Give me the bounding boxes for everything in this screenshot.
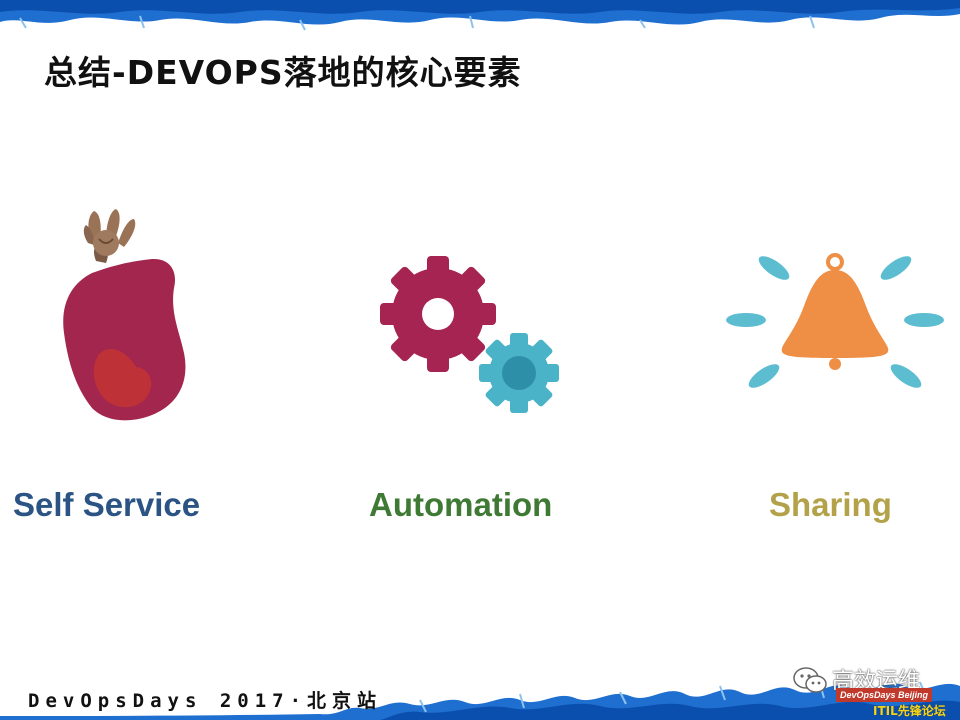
- hand-puppet-icon: [63, 209, 186, 421]
- bell-icon: [726, 253, 944, 388]
- pillar-label-self-service: Self Service: [13, 486, 201, 523]
- top-brush-border: [0, 0, 960, 31]
- pillar-label-automation: Automation: [369, 486, 553, 523]
- forum-label: ITIL先锋论坛: [873, 704, 946, 718]
- event-badge: DevOpsDays Beijing: [836, 688, 932, 702]
- slide-title: 总结-DEVOPS落地的核心要素: [44, 53, 522, 92]
- pillar-label-sharing: Sharing: [769, 486, 892, 523]
- bottom-brush-border: [0, 681, 960, 720]
- wechat-icon: [793, 667, 827, 693]
- gears-icon: [380, 256, 559, 413]
- event-footer: DevOpsDays 2017·北京站: [28, 690, 383, 712]
